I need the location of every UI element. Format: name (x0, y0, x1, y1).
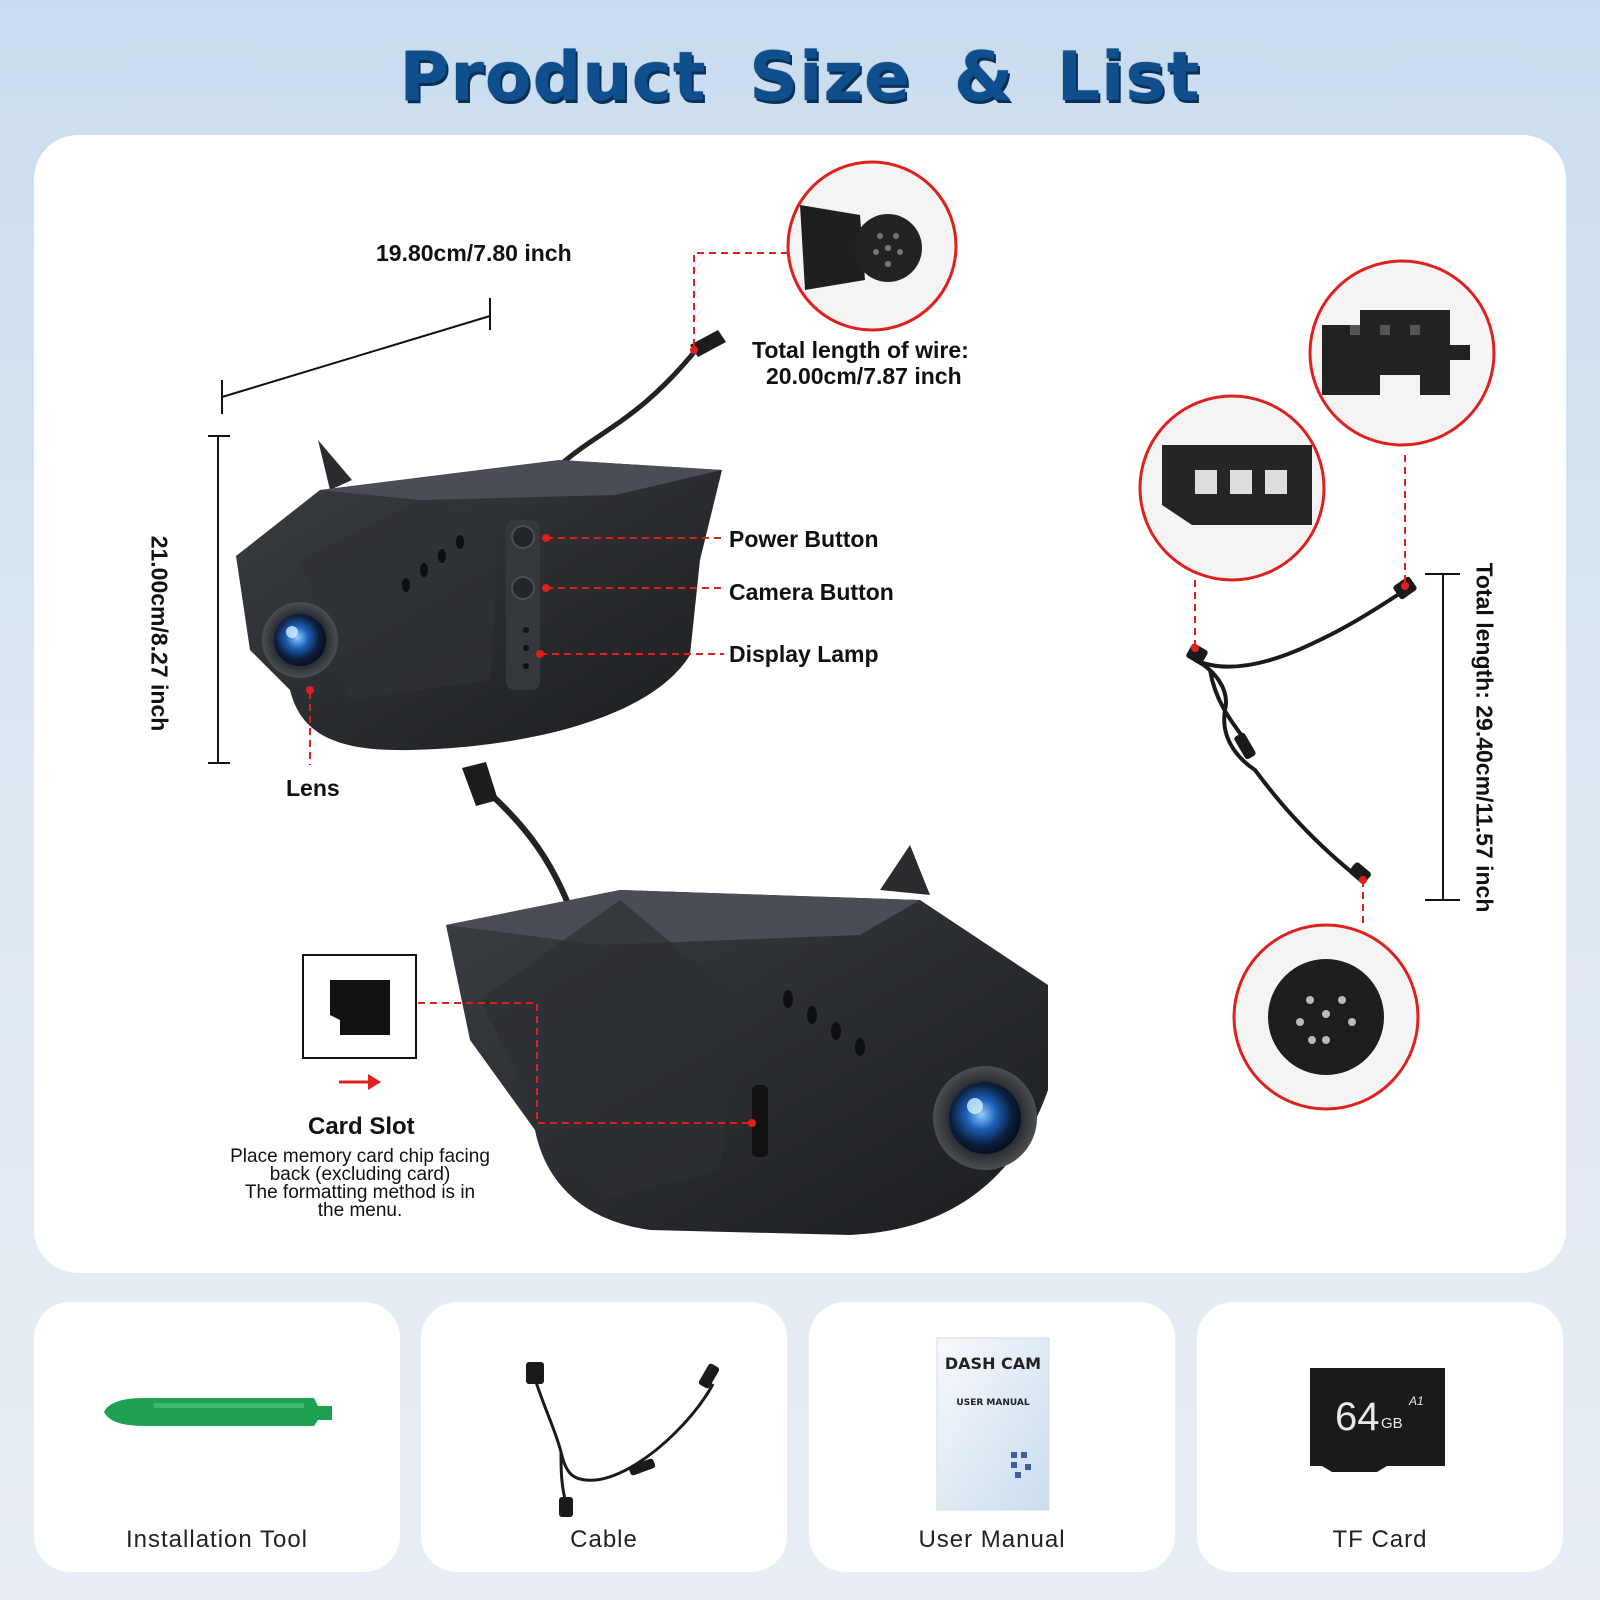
manual-title: DASH CAM (944, 1354, 1042, 1373)
tf-card-unit: GB (1381, 1415, 1403, 1432)
connector-zoom-right-upper (1308, 259, 1496, 447)
connector-zoom-right-middle (1138, 394, 1326, 582)
package-label-cable: Cable (570, 1526, 638, 1553)
callout-dots (306, 346, 1409, 1127)
lens-label: Lens (286, 775, 340, 801)
power-button-label: Power Button (729, 526, 879, 552)
package-label-installation-tool: Installation Tool (126, 1526, 308, 1553)
height-dimension-line (208, 435, 230, 764)
wire-length-line1: Total length of wire: (752, 337, 969, 363)
camera-button-label: Camera Button (729, 579, 894, 605)
display-lamp-label: Display Lamp (729, 641, 879, 667)
manual-icon (936, 1337, 1050, 1511)
dash-cam-rear-view (446, 762, 1048, 1235)
card-slot-note-3: The formatting method is in (244, 1182, 476, 1203)
connector-zoom-right-bottom (1232, 923, 1420, 1111)
pry-tool-icon (104, 1398, 332, 1426)
cable-icon (526, 1362, 720, 1517)
wire-length-line2: 20.00cm/7.87 inch (766, 363, 962, 389)
total-length-label: Total length: 29.40cm/11.57 inch (1471, 562, 1498, 913)
package-item-user-manual: DASH CAM USER MANUAL User Manual (809, 1302, 1175, 1572)
package-item-installation-tool: Installation Tool (34, 1302, 400, 1572)
tf-card-marks: A1 (1409, 1394, 1424, 1408)
card-slot-note-4: the menu. (317, 1200, 403, 1221)
package-label-user-manual: User Manual (918, 1526, 1066, 1553)
tf-card-icon (1310, 1368, 1445, 1472)
package-item-cable: Cable (421, 1302, 787, 1572)
page-title: Product Size & List (399, 38, 1201, 117)
card-slot-note-2: back (excluding card) (269, 1164, 451, 1185)
card-slot-icon (302, 954, 417, 1090)
card-slot-note-1: Place memory card chip facing (230, 1146, 490, 1167)
connector-zoom-top (786, 160, 958, 332)
package-item-tf-card: 64 GB A1 TF Card (1197, 1302, 1563, 1572)
dash-cam-front-view (236, 330, 726, 751)
cable-connectors (1186, 576, 1417, 884)
width-dimension-line (221, 298, 491, 414)
total-length-line (1425, 573, 1460, 901)
height-label: 21.00cm/8.27 inch (146, 535, 173, 732)
callout-leader-lines (309, 252, 1406, 1124)
card-slot-label: Card Slot (308, 1113, 415, 1140)
width-label: 19.80cm/7.80 inch (376, 240, 572, 266)
cable-harness (1194, 588, 1407, 877)
manual-subtitle: USER MANUAL (956, 1398, 1030, 1408)
tf-card-capacity: 64 (1335, 1395, 1380, 1439)
package-label-tf-card: TF Card (1332, 1526, 1428, 1553)
